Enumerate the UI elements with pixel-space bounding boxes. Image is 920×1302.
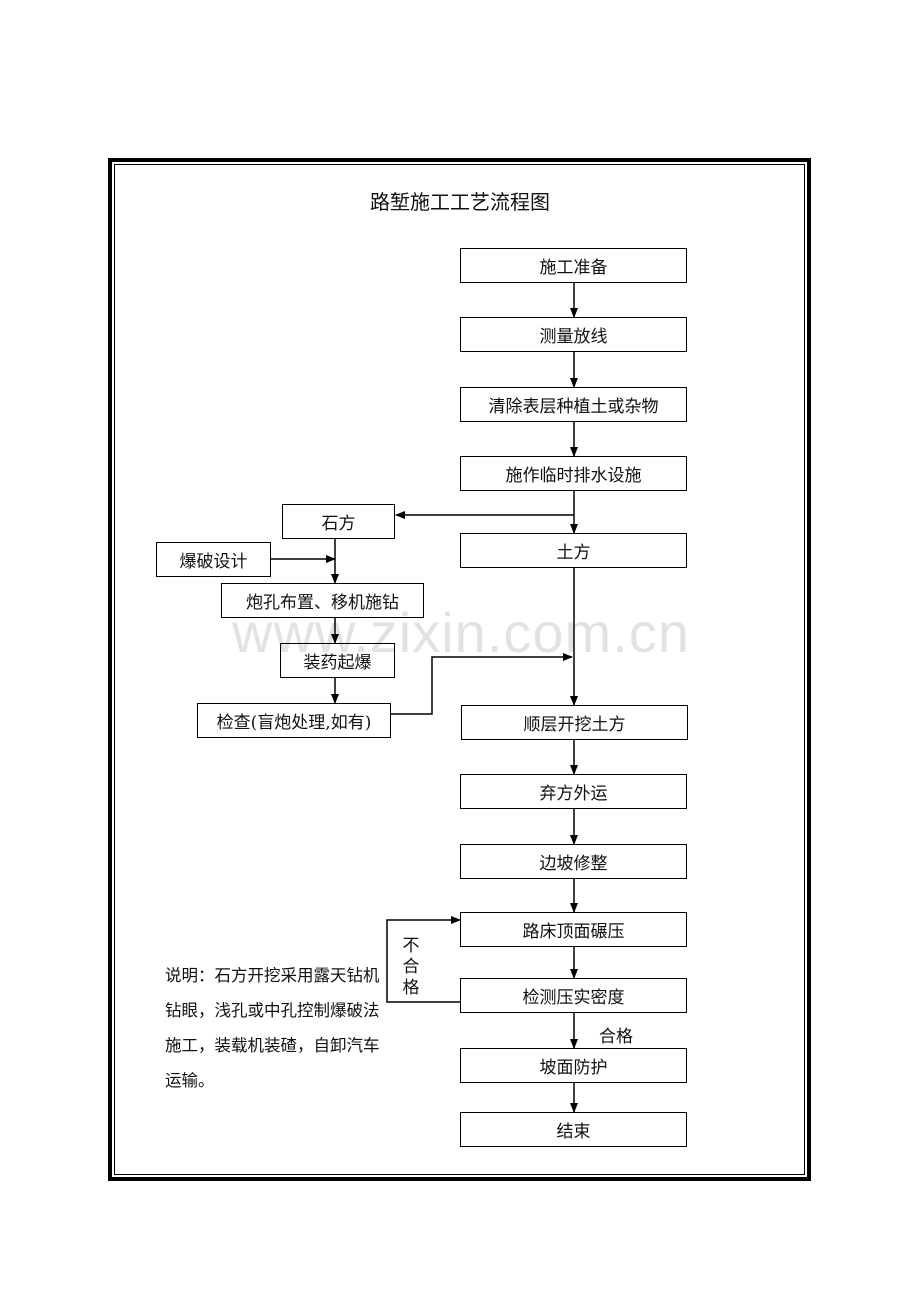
step-slope-protection: 坡面防护 [460, 1048, 687, 1083]
step-preparation: 施工准备 [460, 248, 687, 283]
arrow-fail-loop [386, 916, 461, 1003]
diagram-title: 路堑施工工艺流程图 [370, 190, 550, 214]
step-layer-excavation: 顺层开挖土方 [461, 705, 688, 740]
step-drainage: 施作临时排水设施 [460, 456, 687, 491]
step-spoil-haul: 弃方外运 [460, 774, 687, 809]
step-earthwork: 土方 [460, 533, 687, 568]
step-drilling: 炮孔布置、移机施钻 [221, 583, 424, 618]
fail-label: 不合格 [402, 936, 420, 998]
step-clearing: 清除表层种植土或杂物 [460, 387, 687, 422]
step-density-test: 检测压实密度 [460, 978, 687, 1013]
pass-label: 合格 [599, 1027, 633, 1047]
step-blast-design: 爆破设计 [156, 542, 271, 577]
outer-frame [108, 158, 811, 1181]
step-rock: 石方 [282, 504, 395, 539]
inner-frame [114, 164, 805, 1175]
step-charging: 装药起爆 [280, 643, 395, 678]
arrow-inspect-to-main [391, 653, 573, 715]
step-subgrade-compaction: 路床顶面碾压 [460, 912, 687, 947]
step-survey: 测量放线 [460, 317, 687, 352]
note-text: 说明：石方开挖采用露天钻机钻眼，浅孔或中孔控制爆破法施工，装载机装碴，自卸汽车运… [165, 966, 380, 1090]
step-inspection: 检查(盲炮处理,如有) [197, 703, 391, 738]
step-slope-trim: 边坡修整 [460, 844, 687, 879]
step-end: 结束 [460, 1112, 687, 1147]
